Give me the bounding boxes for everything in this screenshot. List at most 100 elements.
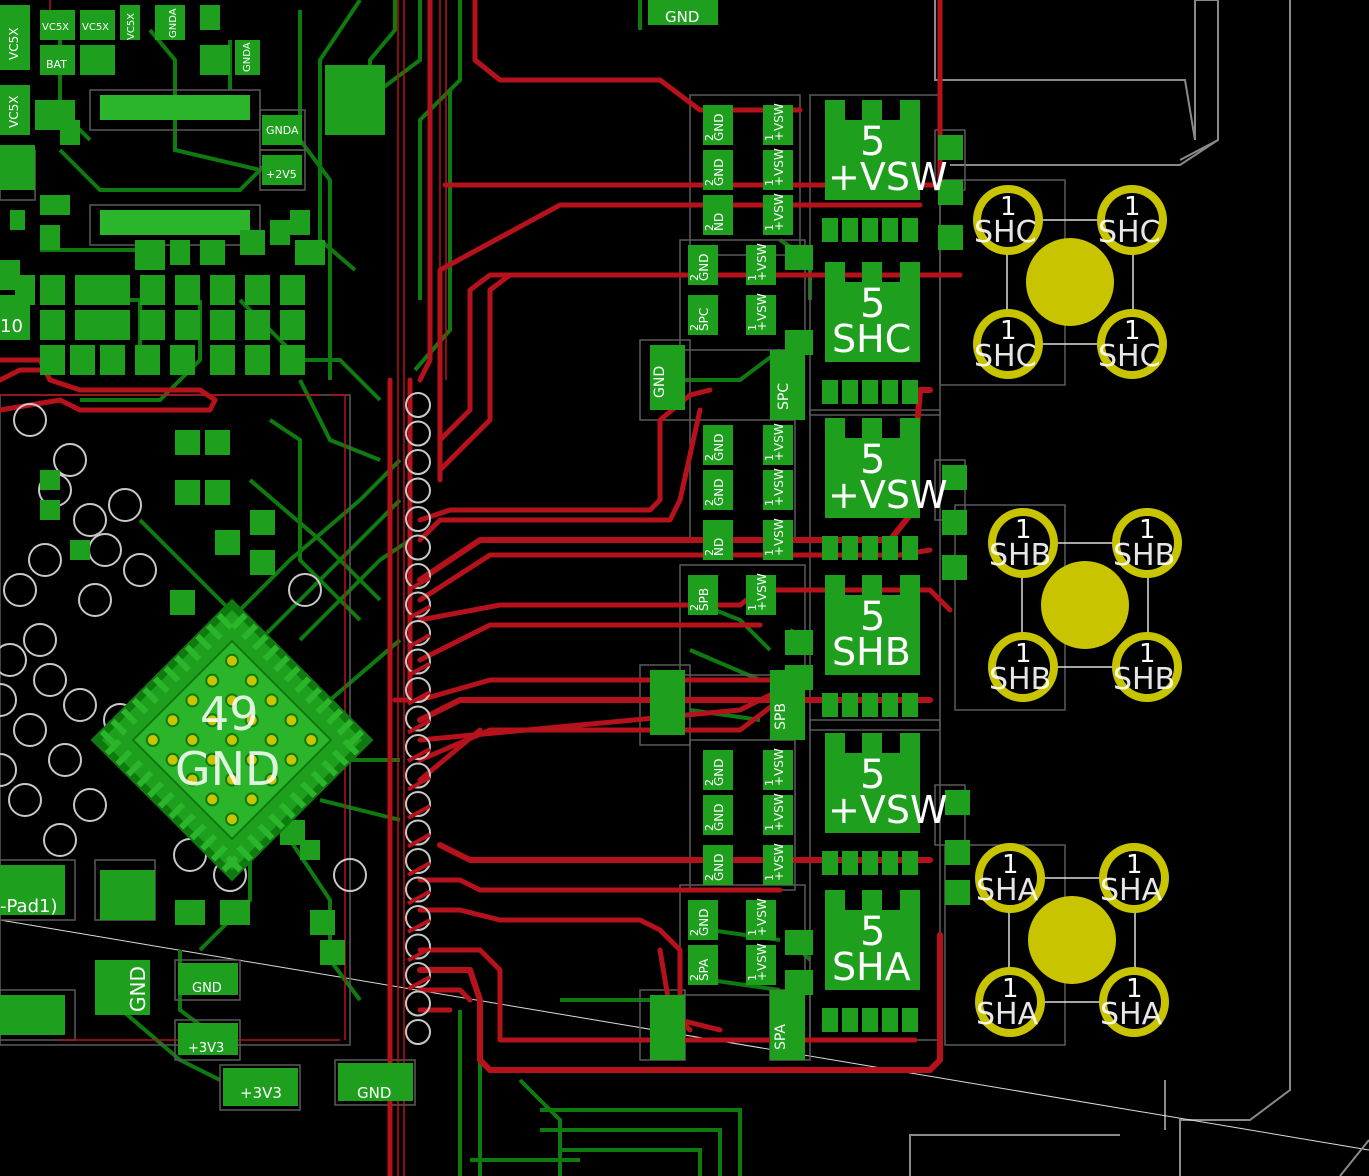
via-stub	[407, 975, 431, 991]
pad-num-label: 2	[688, 604, 701, 611]
connector-pin	[902, 851, 918, 875]
connector-pin	[822, 1008, 838, 1032]
label-vc5x-left: VC5X	[7, 28, 21, 60]
thermal-via	[165, 713, 180, 728]
pad-net-label: GND	[712, 113, 726, 141]
th-pin-net: SHA	[976, 997, 1039, 1032]
label-2v5: +2V5	[266, 168, 297, 181]
connector-pin	[862, 218, 878, 242]
via-ring	[405, 819, 431, 846]
pad	[703, 520, 733, 560]
pad-net-label: GND	[712, 758, 726, 786]
pad-net-label: SPA	[697, 958, 711, 981]
pad-net-label: +VSW	[755, 898, 769, 936]
th-drill	[1120, 516, 1174, 570]
via-ring	[63, 688, 97, 722]
pad-num-label: 2	[703, 824, 716, 831]
pad-net-label: +VSW	[755, 573, 769, 611]
th-drill	[983, 851, 1037, 905]
gnd-pad	[650, 670, 685, 735]
chip-lead	[310, 770, 328, 788]
th-drill	[981, 317, 1035, 371]
th-pin-net: SHB	[989, 538, 1051, 573]
pad-net-label: GND	[712, 433, 726, 461]
pad	[746, 945, 776, 985]
pad	[703, 795, 733, 835]
th-pin-number: 1	[1002, 974, 1019, 1004]
th-pin-net: SHA	[1100, 873, 1163, 908]
pad-num-label: 2	[703, 454, 716, 461]
chip-lead	[241, 623, 259, 641]
via-ring	[405, 762, 431, 789]
label-gnd-bottom: GND	[357, 1084, 391, 1102]
via-ring	[405, 876, 431, 903]
via-ring	[405, 620, 431, 646]
th-drill	[996, 640, 1050, 694]
chip-lead	[178, 812, 196, 830]
connector-big-pad	[825, 418, 920, 518]
pad-num-label: 1	[763, 454, 776, 461]
via-ring	[405, 677, 431, 703]
thermal-via	[304, 733, 319, 747]
connector-net: +VSW	[828, 788, 948, 832]
via-ring	[28, 543, 62, 577]
pad-net-label: GND	[697, 253, 711, 281]
chip-lead	[195, 633, 213, 651]
chip-lead	[257, 823, 275, 841]
via-ring	[33, 663, 67, 697]
pad-net-label: +VSW	[755, 943, 769, 981]
pad-net-label: +VSW	[772, 193, 786, 231]
chip-lead	[321, 759, 339, 777]
thermal-via	[264, 693, 279, 708]
chip-lead	[115, 749, 133, 767]
pad-num-label: 2	[703, 134, 716, 141]
chip-lead	[331, 749, 349, 767]
label-bat: BAT	[46, 58, 67, 71]
label-vc5x-b: VC5X	[82, 22, 109, 33]
via-stub	[407, 946, 431, 963]
tiny-pad	[785, 970, 813, 995]
connector-net: SHB	[832, 630, 911, 674]
pad-num-label: 2	[688, 274, 701, 281]
chip-lead	[268, 812, 286, 830]
pad-net-label: +VSW	[772, 518, 786, 556]
via-ring	[405, 933, 431, 960]
via-ring	[73, 503, 107, 537]
via-ring	[53, 443, 87, 477]
pad-num-label: 2	[688, 974, 701, 981]
pad-net-label: ND	[712, 213, 726, 231]
tiny-pad	[942, 465, 967, 490]
connector-pin	[882, 380, 898, 404]
connector-pin	[842, 851, 858, 875]
connector-num: 5	[860, 909, 885, 955]
connector-pin	[822, 380, 838, 404]
th-pin-number: 1	[1015, 515, 1032, 545]
thermal-via	[244, 673, 259, 688]
th-center-hole	[1026, 238, 1114, 326]
connector-pin	[862, 1008, 878, 1032]
via-ring	[0, 643, 27, 677]
front-copper-traces	[0, 0, 963, 1176]
th-pin-net: SHB	[989, 662, 1051, 697]
thermal-via	[205, 752, 220, 767]
via-ring	[13, 713, 47, 747]
pad	[746, 900, 776, 940]
th-drill	[1107, 975, 1161, 1029]
thermal-via	[185, 772, 200, 787]
connector-pin	[862, 380, 878, 404]
th-drill	[996, 516, 1050, 570]
pad-net-label: GND	[712, 158, 726, 186]
via-ring	[405, 477, 431, 504]
thermal-via	[205, 792, 220, 807]
connector-big-pad	[825, 100, 920, 200]
via-stub	[407, 889, 431, 906]
pad-num-label: 2	[703, 179, 716, 186]
connector-pin	[882, 1008, 898, 1032]
thermal-via	[244, 713, 259, 728]
